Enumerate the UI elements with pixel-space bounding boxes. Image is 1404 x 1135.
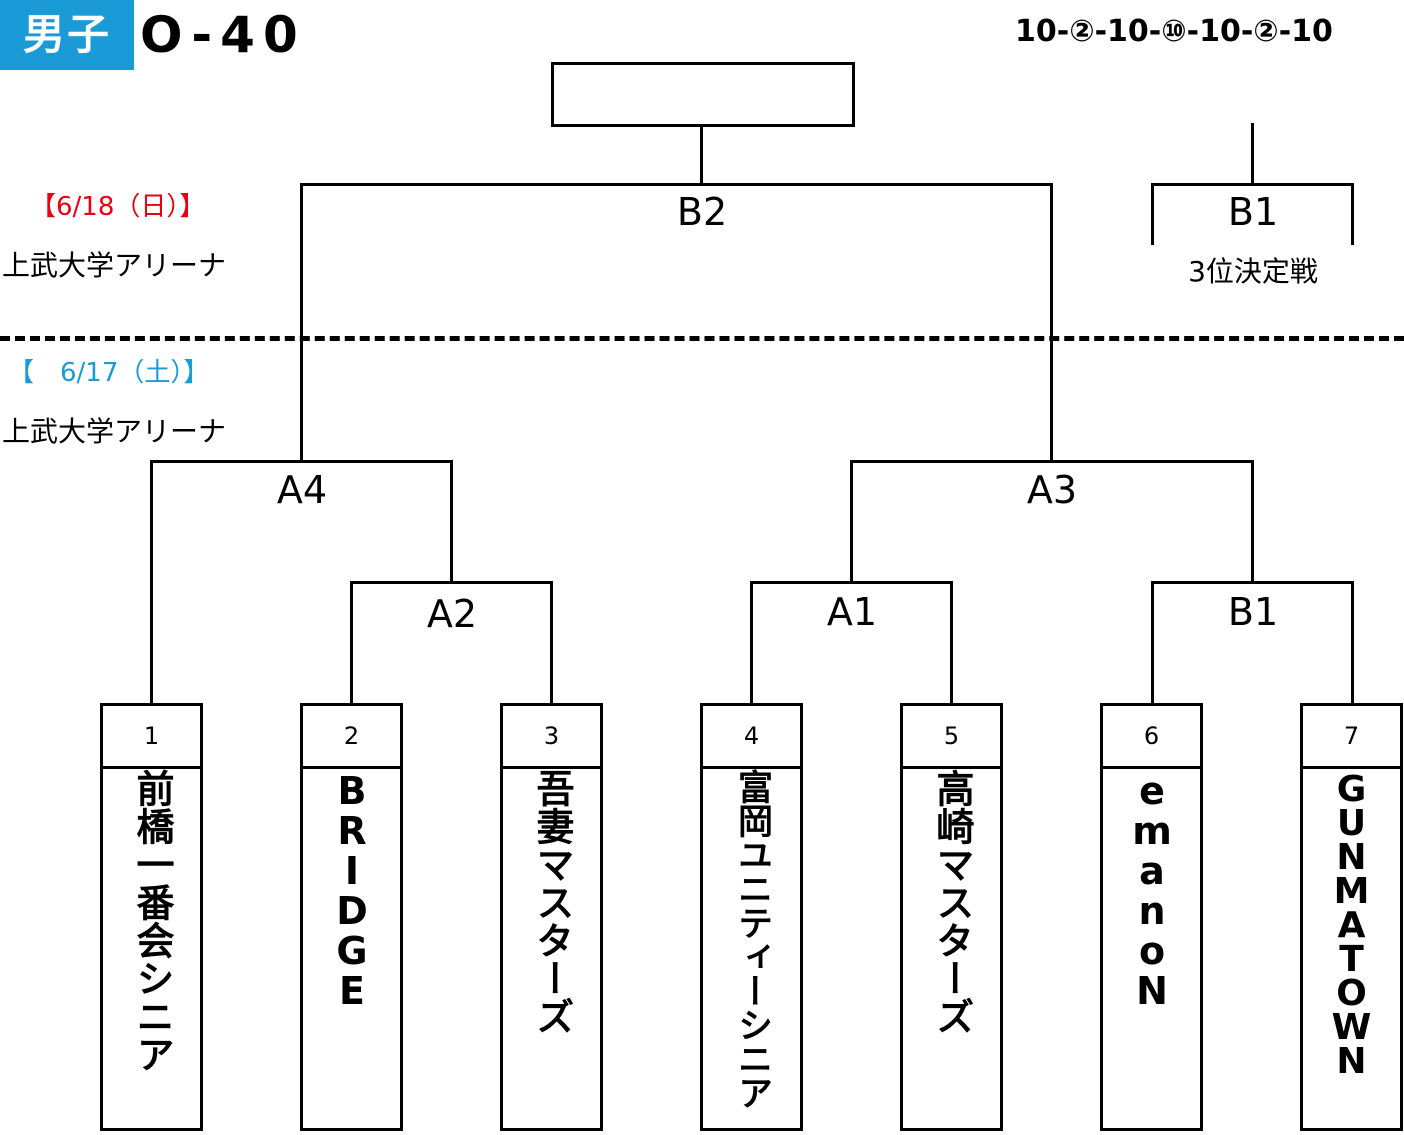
team-name: 富岡ユニティーシニア [732,769,772,1109]
day1-date: 【 6/17（土）】 [8,358,210,388]
team-entry: 2 BRIDGE [300,703,403,1131]
seed-number: 5 [903,706,1000,769]
seed-number: 7 [1303,706,1400,769]
team-name: 高崎マスターズ [930,769,974,1035]
team-name: 吾妻マスターズ [530,769,574,1035]
team-name: BRIDGE [330,769,374,1009]
match-a3-label: A3 [1026,468,1078,512]
seed-number: 6 [1103,706,1200,769]
day2-date: 【6/18（日）】 [30,192,206,222]
day1-venue: 上武大学アリーナ [2,415,227,448]
team-entry: 6 emanoN [1100,703,1203,1131]
day2-venue: 上武大学アリーナ [2,249,227,282]
category-badge: 男子 [0,0,134,70]
team-entry: 1 前橋一番会シニア [100,703,203,1131]
match-b1-label: B1 [1227,590,1279,634]
match-a1-label: A1 [826,590,878,634]
seed-number: 1 [103,706,200,769]
team-entry: 3 吾妻マスターズ [500,703,603,1131]
division-title: O-40 [140,6,306,64]
match-third-place-label: B1 [1227,190,1279,234]
champion-box [551,62,855,127]
team-entry: 5 高崎マスターズ [900,703,1003,1131]
seed-number: 3 [503,706,600,769]
match-a4-label: A4 [276,468,328,512]
team-entry: 7 GUNMATOWN [1300,703,1403,1131]
seed-number: 2 [303,706,400,769]
seed-number: 4 [703,706,800,769]
match-a2-label: A2 [426,592,478,636]
match-final-label: B2 [676,190,728,234]
team-name: emanoN [1130,769,1174,1009]
team-name: GUNMATOWN [1331,769,1372,1075]
team-entry: 4 富岡ユニティーシニア [700,703,803,1131]
scoring-format: 10-②-10-⑩-10-②-10 [1015,14,1333,49]
third-place-caption: 3位決定戦 [1188,255,1318,288]
team-name: 前橋一番会シニア [130,769,174,1073]
day-divider [0,336,1404,341]
